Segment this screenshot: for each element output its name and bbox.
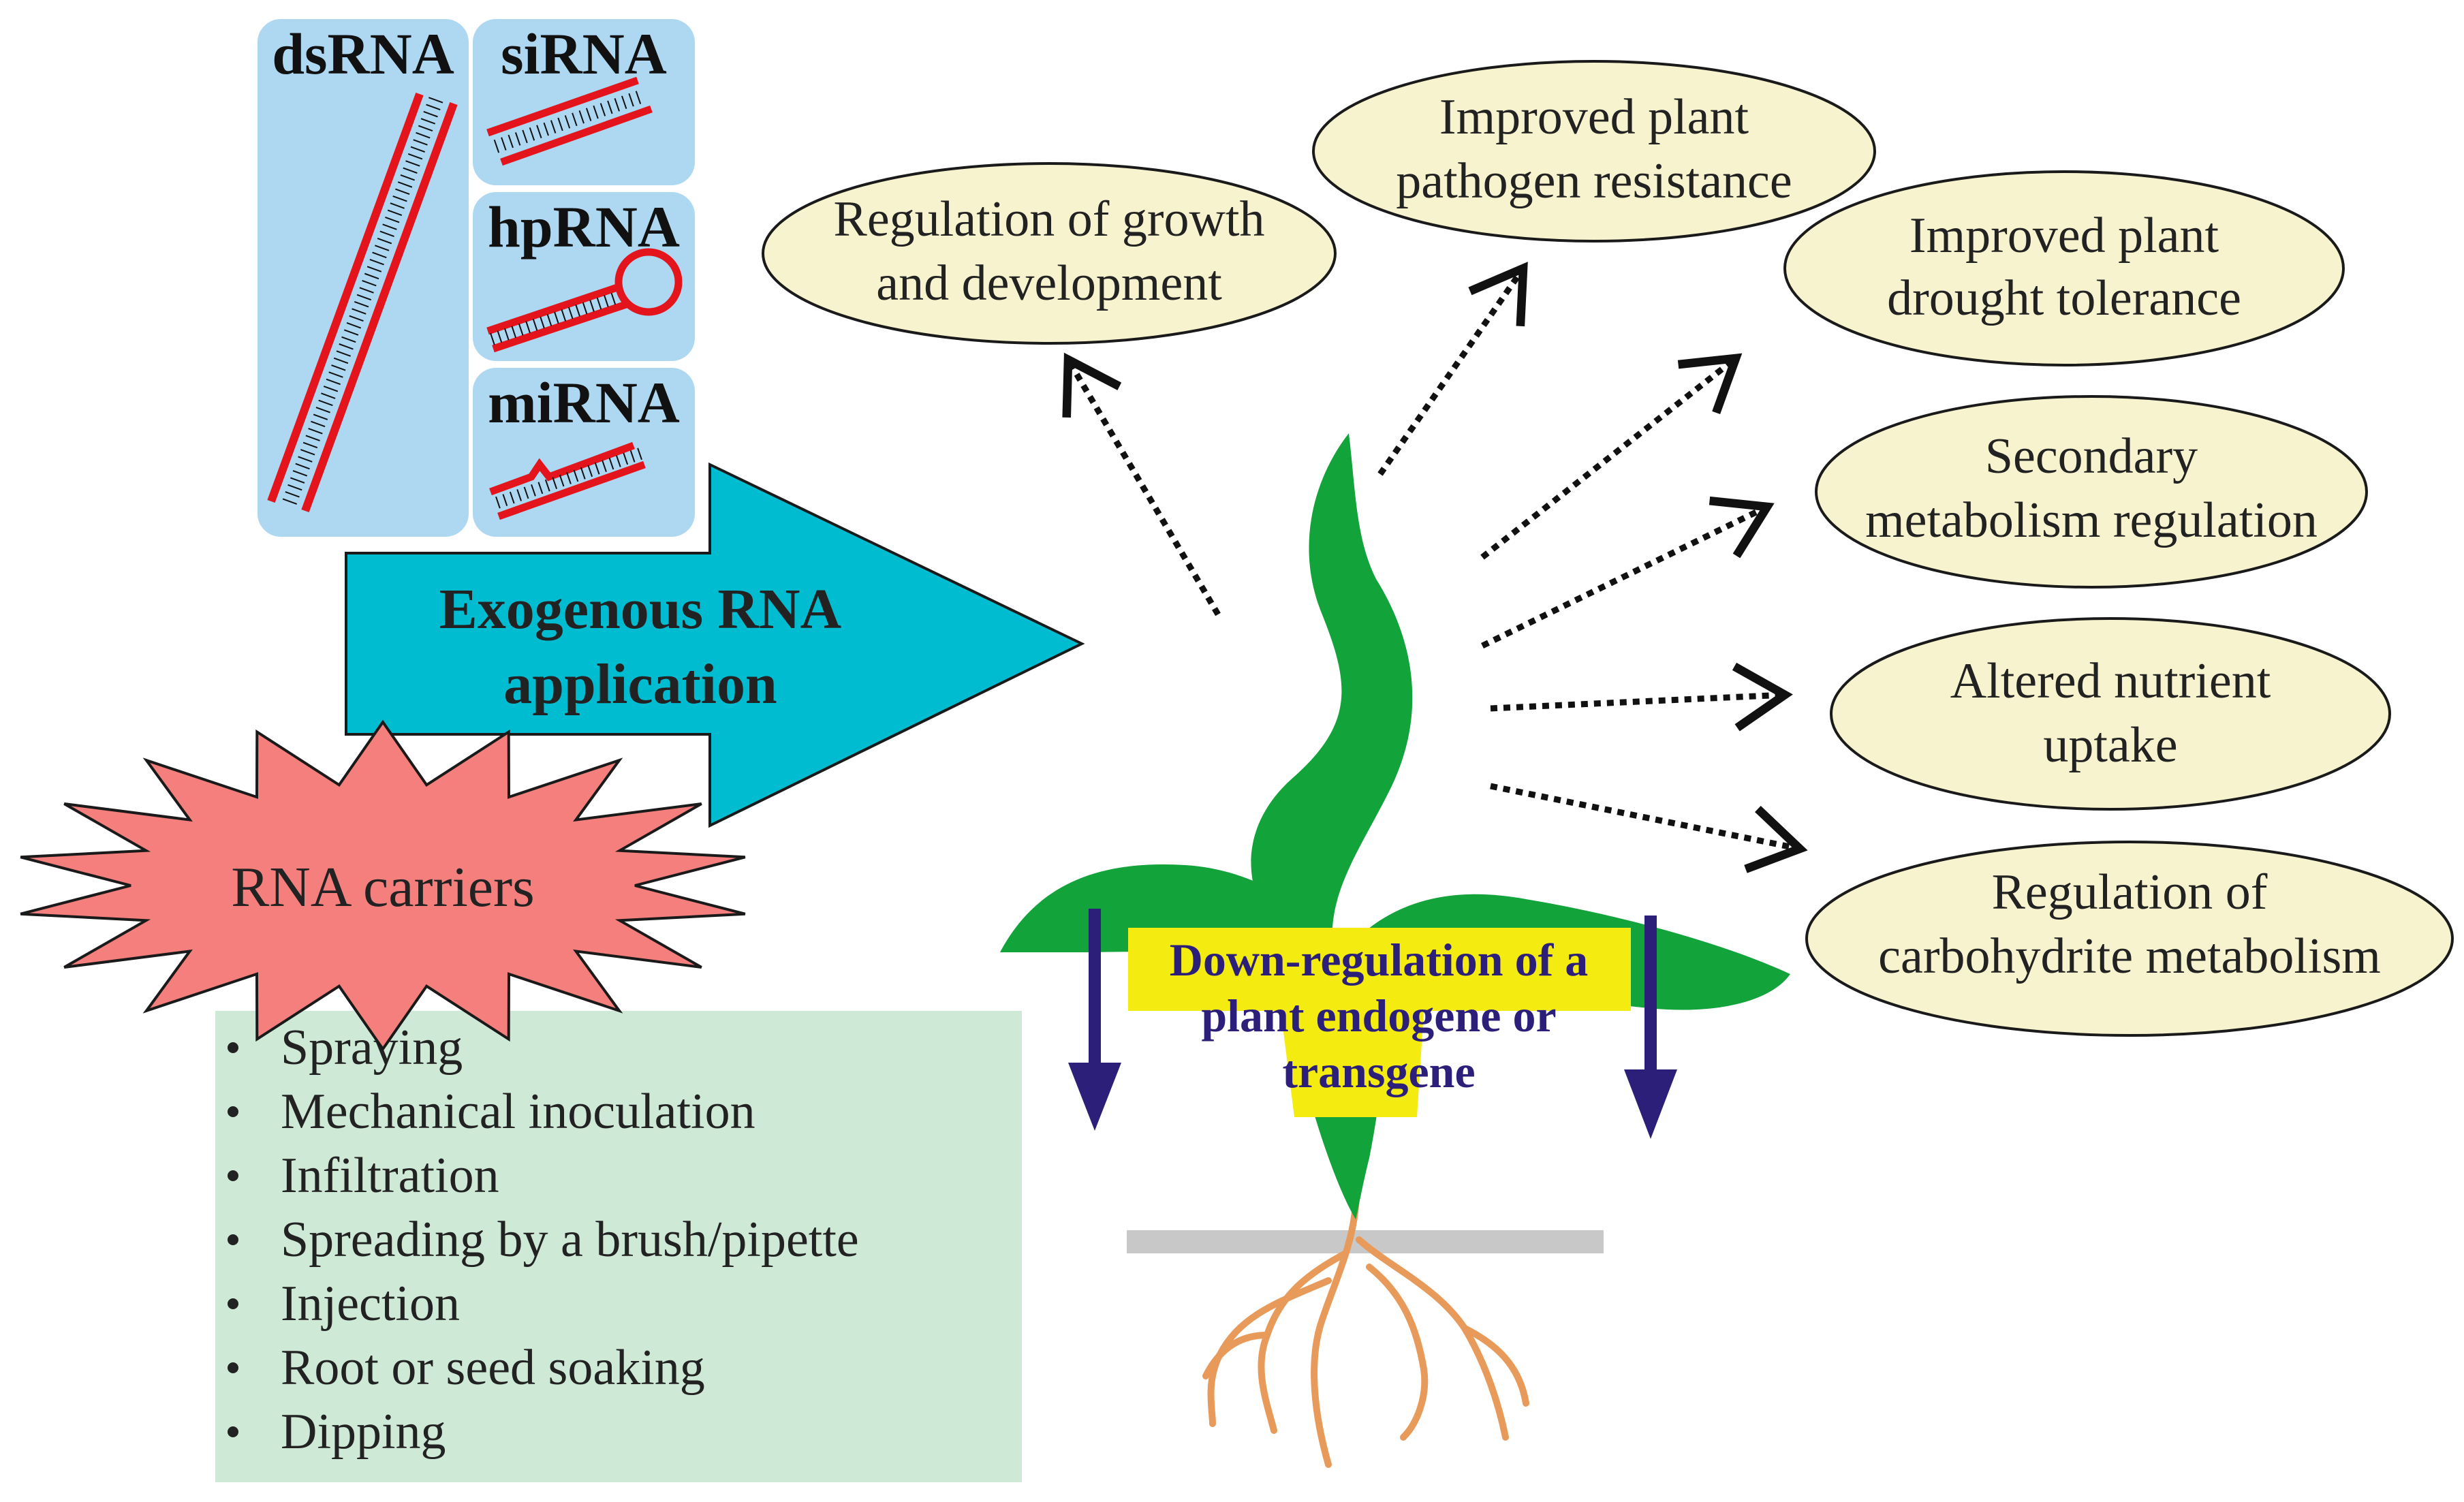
arrow-label-line1: Exogenous RNA bbox=[439, 578, 842, 641]
mirna-icon bbox=[489, 441, 646, 520]
method-item: Spreading by a brush/pipette bbox=[228, 1212, 859, 1268]
method-label: Spreading by a brush/pipette bbox=[281, 1212, 859, 1268]
method-label: Dipping bbox=[281, 1404, 446, 1460]
arrow-label-line2: application bbox=[503, 653, 777, 716]
outcome-nutrient-line1: Altered nutrient bbox=[1950, 653, 2271, 709]
outcome-growth-line2: and development bbox=[876, 255, 1222, 311]
outcome-drought: Improved plant drought tolerance bbox=[1783, 170, 2345, 366]
bullet-dot bbox=[228, 1106, 238, 1117]
bullet-dot bbox=[228, 1298, 238, 1309]
mirna-panel bbox=[473, 368, 695, 537]
arrow-to-carbohydrate bbox=[1490, 783, 1808, 873]
mirna-label: miRNA bbox=[488, 370, 680, 435]
method-label: Injection bbox=[281, 1276, 460, 1332]
arrow-to-drought bbox=[1480, 353, 1743, 560]
downregulation-line1: Down-regulation of a bbox=[1170, 934, 1589, 986]
outcome-secondary-line2: metabolism regulation bbox=[1865, 492, 2318, 548]
outcome-carbohydrate: Regulation of carbohydrite metabolism bbox=[1805, 841, 2454, 1037]
outcome-arrows bbox=[1062, 262, 1808, 873]
outcome-pathogen-line1: Improved plant bbox=[1439, 89, 1749, 145]
outcome-pathogen: Improved plant pathogen resistance bbox=[1312, 60, 1876, 242]
outcome-nutrient-line2: uptake bbox=[2043, 717, 2177, 773]
outcome-carbohydrate-line2: carbohydrite metabolism bbox=[1878, 928, 2381, 984]
method-label: Root or seed soaking bbox=[281, 1340, 705, 1396]
method-label: Infiltration bbox=[281, 1148, 499, 1204]
method-item: Dipping bbox=[228, 1404, 446, 1460]
rna-carriers-label: RNA carriers bbox=[231, 856, 535, 919]
method-item: Root or seed soaking bbox=[228, 1340, 705, 1396]
outcome-carbohydrate-line1: Regulation of bbox=[1992, 864, 2268, 920]
dsrna-label: dsRNA bbox=[272, 21, 454, 87]
outcome-growth: Regulation of growth and development bbox=[762, 162, 1337, 345]
outcome-nutrient: Altered nutrient uptake bbox=[1830, 617, 2391, 811]
arrow-to-secondary bbox=[1481, 496, 1775, 649]
outcome-drought-line2: drought tolerance bbox=[1887, 270, 2241, 326]
bullet-dot bbox=[228, 1234, 238, 1245]
left-down-arrow bbox=[1068, 909, 1121, 1131]
bullet-dot bbox=[228, 1426, 238, 1437]
rna-types-panel: dsRNA siRNA hpRNA miRNA bbox=[258, 19, 695, 537]
bullet-dot bbox=[228, 1170, 238, 1181]
rna-carriers-burst: RNA carriers bbox=[20, 719, 746, 1052]
plant-roots bbox=[1202, 1202, 1529, 1468]
outcome-drought-line1: Improved plant bbox=[1909, 208, 2219, 264]
arrow-to-nutrient bbox=[1490, 662, 1793, 732]
method-label: Mechanical inoculation bbox=[281, 1084, 755, 1140]
method-item: Mechanical inoculation bbox=[228, 1084, 755, 1140]
method-item: Injection bbox=[228, 1276, 460, 1332]
downregulation-line3: transgene bbox=[1282, 1046, 1475, 1097]
dsrna-icon bbox=[267, 92, 458, 513]
arrow-to-pathogen bbox=[1377, 262, 1528, 476]
outcome-secondary: Secondary metabolism regulation bbox=[1815, 395, 2368, 589]
hprna-icon bbox=[486, 248, 683, 353]
outcome-growth-line1: Regulation of growth bbox=[833, 191, 1264, 247]
outcome-pathogen-line2: pathogen resistance bbox=[1396, 153, 1792, 209]
bullet-dot bbox=[228, 1362, 238, 1373]
downregulation-highlight bbox=[1128, 928, 1631, 1117]
outcome-secondary-line1: Secondary bbox=[1985, 428, 2198, 484]
sirna-label: siRNA bbox=[501, 21, 667, 87]
bullet-dot bbox=[228, 1042, 238, 1053]
downregulation-line2: plant endogene or bbox=[1201, 990, 1556, 1042]
right-down-arrow bbox=[1624, 916, 1677, 1139]
method-item: Infiltration bbox=[228, 1148, 499, 1204]
arrow-to-growth bbox=[1062, 352, 1221, 616]
plant: Down-regulation of a plant endogene or t… bbox=[1000, 433, 1790, 1468]
exogenous-rna-arrow: Exogenous RNA application bbox=[345, 462, 1085, 828]
sirna-icon bbox=[486, 76, 653, 166]
